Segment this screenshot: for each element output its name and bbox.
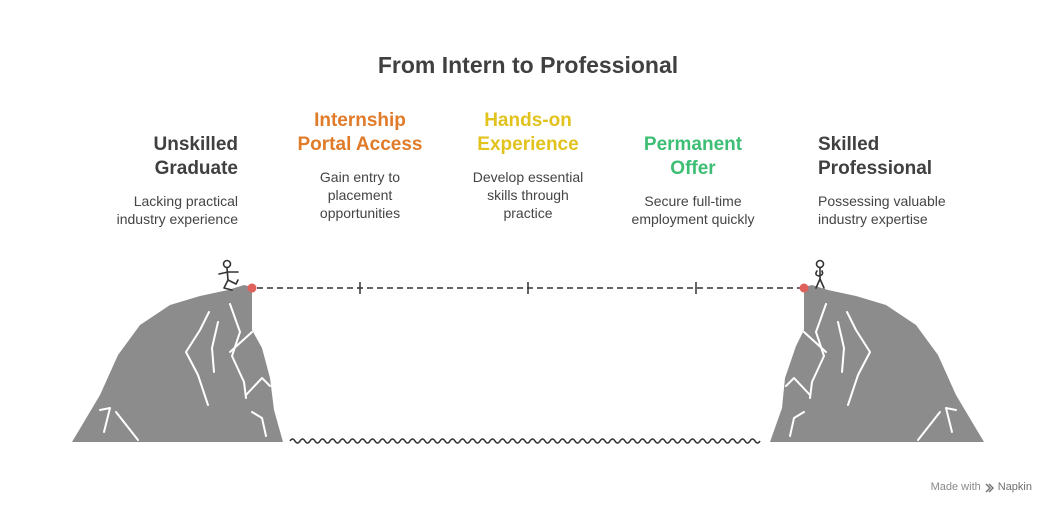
left-cliff-cracks — [99, 303, 271, 441]
stage-skilled-professional: Skilled Professional Possessing valuable… — [818, 133, 1008, 228]
stage-description: Develop essential skills through practic… — [438, 168, 618, 222]
left-cliff-rock — [72, 285, 283, 442]
stage-description: Lacking practical industry experience — [60, 192, 238, 228]
stage-description: Gain entry to placement opportunities — [270, 168, 450, 222]
stage-desc-line: industry experience — [116, 211, 238, 227]
stage-permanent-offer: Permanent Offer Secure full-time employm… — [603, 133, 783, 228]
left-cliff — [72, 283, 283, 442]
stage-unskilled-graduate: Unskilled Graduate Lacking practical ind… — [60, 133, 238, 228]
stage-title-line: Skilled — [818, 134, 880, 155]
made-with-napkin-footer: Made with Napkin — [931, 481, 1032, 493]
footer-prefix: Made with — [930, 481, 981, 493]
stage-desc-line: employment quickly — [631, 211, 755, 227]
right-endpoint-marker — [799, 283, 809, 293]
stage-title-line: Experience — [477, 134, 579, 155]
stage-title: Skilled Professional — [818, 133, 1008, 181]
stage-title-line: Hands-on — [484, 110, 572, 131]
left-endpoint-marker — [247, 283, 257, 293]
stage-title-line: Unskilled — [153, 134, 238, 155]
stage-desc-line: industry expertise — [818, 211, 928, 227]
climber-figure-icon — [218, 259, 239, 291]
stage-title: Permanent Offer — [603, 133, 783, 181]
right-cliff-rock — [770, 285, 984, 442]
stage-title-line: Graduate — [154, 158, 238, 179]
footer-brand: Napkin — [997, 481, 1032, 493]
stage-title: Hands-on Experience — [438, 109, 618, 157]
stage-desc-line: Gain entry to — [319, 169, 401, 185]
stage-title-line: Internship — [314, 110, 406, 131]
stage-description: Secure full-time employment quickly — [603, 192, 783, 228]
water-waves — [289, 438, 761, 444]
stage-desc-line: skills through — [487, 187, 569, 203]
stage-title-line: Offer — [670, 158, 716, 179]
stage-title-line: Portal Access — [297, 134, 423, 155]
rope-bridge — [257, 282, 800, 294]
stage-desc-line: Secure full-time — [644, 193, 742, 209]
right-cliff — [770, 283, 984, 442]
right-cliff-cracks — [785, 303, 957, 441]
stage-title: Internship Portal Access — [270, 109, 450, 157]
stage-desc-line: opportunities — [319, 205, 401, 221]
stage-title-line: Professional — [818, 158, 933, 179]
napkin-logo-icon — [985, 483, 994, 492]
stage-desc-line: Develop essential — [472, 169, 584, 185]
stage-title-line: Permanent — [643, 134, 743, 155]
stage-internship-portal: Internship Portal Access Gain entry to p… — [270, 109, 450, 222]
professional-figure-icon — [815, 259, 825, 289]
diagram-title: From Intern to Professional — [377, 52, 679, 78]
stage-hands-on-experience: Hands-on Experience Develop essential sk… — [438, 109, 618, 222]
stage-title: Unskilled Graduate — [60, 133, 238, 181]
stage-desc-line: Possessing valuable — [818, 193, 946, 209]
stage-desc-line: practice — [503, 205, 553, 221]
stage-desc-line: Lacking practical — [133, 193, 238, 209]
stage-description: Possessing valuable industry expertise — [818, 192, 1008, 228]
stage-desc-line: placement — [327, 187, 393, 203]
